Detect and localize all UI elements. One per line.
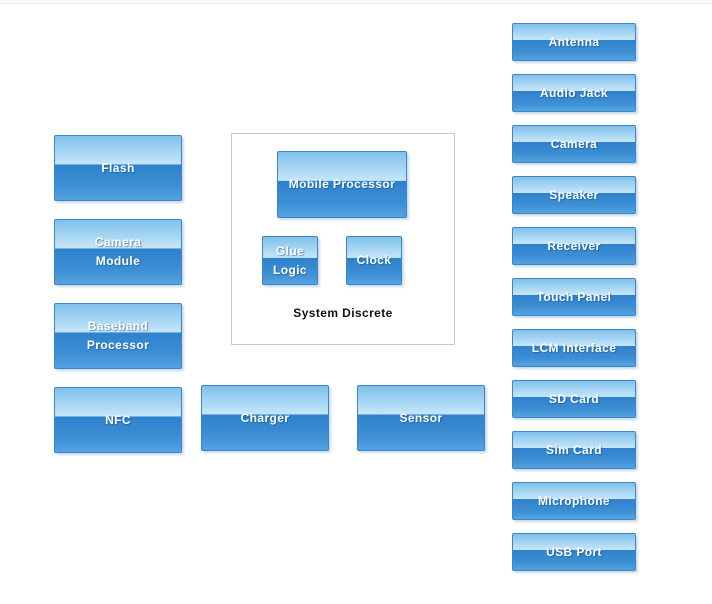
block-label: Camera bbox=[550, 136, 598, 151]
block-label: Microphone bbox=[538, 493, 610, 508]
block-camera[interactable]: Camera bbox=[512, 125, 636, 163]
block-clock[interactable]: Clock bbox=[346, 236, 402, 285]
block-receiver[interactable]: Receiver bbox=[512, 227, 636, 265]
block-label: Touch Panel bbox=[536, 289, 612, 304]
block-label: Clock bbox=[356, 253, 392, 267]
block-mobile-processor[interactable]: Mobile Processor bbox=[277, 151, 407, 218]
block-sd-card[interactable]: SD Card bbox=[512, 380, 636, 418]
block-label: Logic bbox=[273, 262, 307, 277]
block-label: Flash bbox=[101, 160, 135, 175]
block-label: SD Card bbox=[548, 391, 600, 406]
block-label: NFC bbox=[105, 412, 131, 427]
block-label: Antenna bbox=[548, 34, 600, 49]
block-label: Processor bbox=[86, 338, 150, 352]
block-label: Baseband bbox=[87, 319, 149, 333]
block-label: USB Port bbox=[546, 544, 602, 559]
block-label: Charger bbox=[240, 410, 290, 425]
block-sim-card[interactable]: Sim Card bbox=[512, 431, 636, 469]
block-sensor[interactable]: Sensor bbox=[357, 385, 485, 451]
block-charger[interactable]: Charger bbox=[201, 385, 329, 451]
block-antenna[interactable]: Antenna bbox=[512, 23, 636, 61]
block-touch-panel[interactable]: Touch Panel bbox=[512, 278, 636, 316]
block-label: Sim Card bbox=[546, 442, 602, 457]
block-microphone[interactable]: Microphone bbox=[512, 482, 636, 520]
block-label: Receiver bbox=[547, 238, 601, 253]
block-usb-port[interactable]: USB Port bbox=[512, 533, 636, 571]
block-nfc[interactable]: NFC bbox=[54, 387, 182, 453]
block-label: Audio Jack bbox=[539, 85, 609, 100]
block-audio-jack[interactable]: Audio Jack bbox=[512, 74, 636, 112]
block-label: Mobile Processor bbox=[288, 177, 396, 191]
bottom-row: Charger Sensor bbox=[201, 385, 485, 451]
block-flash[interactable]: Flash bbox=[54, 135, 182, 201]
system-discrete-title: System Discrete bbox=[293, 306, 393, 320]
block-label: Speaker bbox=[549, 187, 599, 202]
block-label: Sensor bbox=[399, 410, 443, 425]
top-divider bbox=[0, 0, 712, 4]
block-label: Module bbox=[95, 254, 141, 268]
block-speaker[interactable]: Speaker bbox=[512, 176, 636, 214]
block-label: Camera bbox=[94, 235, 142, 249]
block-lcm-interface[interactable]: LCM Interface bbox=[512, 329, 636, 367]
block-label: Glue bbox=[275, 243, 305, 258]
block-label: LCM Interface bbox=[531, 340, 617, 355]
